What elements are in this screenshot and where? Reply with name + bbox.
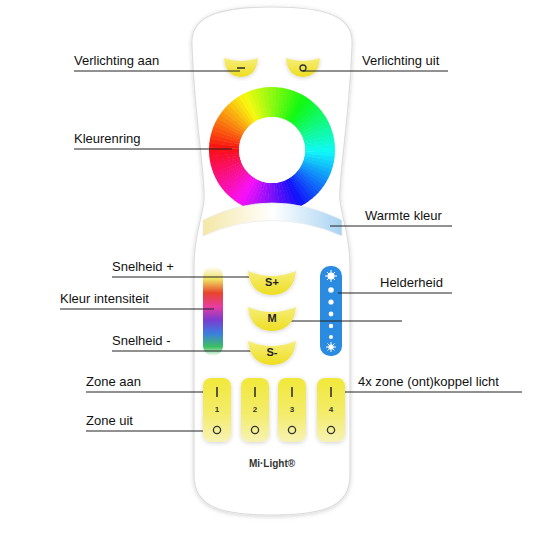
- button-text: S-: [247, 346, 297, 358]
- button-shape: [317, 378, 345, 442]
- callout-label: Zone uit: [86, 413, 133, 428]
- on-symbol: [216, 387, 218, 397]
- speed-up-button: S+: [247, 268, 297, 296]
- callout-label: Kleurenring: [74, 131, 141, 146]
- zone-button: 4: [317, 378, 345, 442]
- button-text: Mi·Light®: [188, 458, 356, 470]
- callout-label: Snelheid +: [112, 259, 174, 274]
- zone-button: 3: [278, 378, 306, 442]
- button-shape: [248, 271, 296, 295]
- button-text: 3: [278, 404, 306, 416]
- on-symbol: [291, 387, 293, 397]
- callout-label: Verlichting aan: [74, 53, 159, 68]
- remote-body: Mi·Light® S+ M S- 1234: [188, 5, 356, 517]
- button-text: S+: [247, 276, 297, 288]
- off-symbol: [327, 426, 334, 433]
- button-shape: [248, 307, 296, 331]
- zone-button: 2: [241, 378, 269, 442]
- leader-line: [338, 293, 452, 294]
- button-shape: [278, 378, 306, 442]
- speed-down-button: S-: [247, 338, 297, 366]
- leader-line: [60, 309, 214, 310]
- button-text: 2: [241, 404, 269, 416]
- leader-line: [332, 392, 522, 393]
- callout-label: Helderheid: [380, 275, 443, 290]
- callout-label: Zone aan: [86, 374, 141, 389]
- on-symbol: [330, 387, 332, 397]
- button-text: 1: [203, 404, 231, 416]
- button-shape: [203, 378, 231, 442]
- leader-line: [330, 226, 452, 227]
- callout-label: Warmte kleur: [365, 208, 442, 223]
- remote-shell: [192, 7, 352, 515]
- off-symbol: [288, 426, 295, 433]
- button-text: M: [247, 312, 297, 324]
- callout-label: Verlichting uit: [362, 53, 439, 68]
- on-symbol: [254, 387, 256, 397]
- zone-button: 1: [203, 378, 231, 442]
- button-shape: [241, 378, 269, 442]
- button-shape: [248, 341, 296, 365]
- button-text: 4: [317, 404, 345, 416]
- off-symbol: [251, 426, 258, 433]
- off-symbol: [213, 426, 220, 433]
- callout-label: Kleur intensiteit: [60, 291, 149, 306]
- callout-label: 4x zone (ont)koppel licht: [358, 374, 499, 389]
- callout-label: Snelheid -: [112, 333, 171, 348]
- mode-button: M: [247, 304, 297, 332]
